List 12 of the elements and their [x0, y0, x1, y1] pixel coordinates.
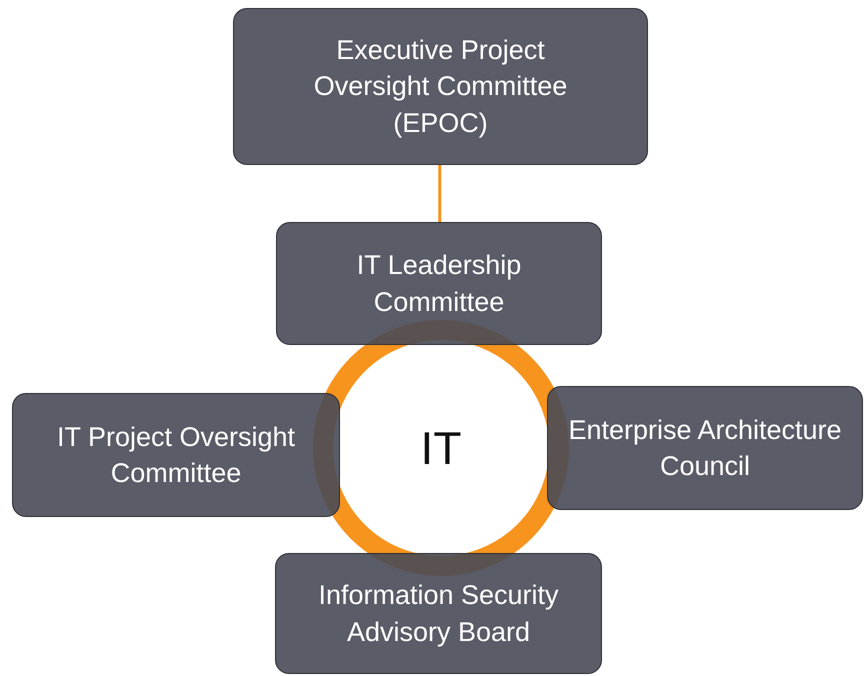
committee-box: [276, 222, 602, 345]
node-label: IT: [420, 421, 462, 475]
node-label: IT Leadership Committee: [356, 249, 522, 318]
connector-line: [438, 165, 442, 222]
node-label: IT Project Oversight Committee: [56, 420, 296, 490]
node-label: Information Security Advisory Board: [317, 579, 560, 649]
committee-box: [12, 393, 340, 517]
node-label: Executive Project Oversight Committee (EPOC): [312, 34, 568, 140]
node-label: Enterprise Architecture Council: [567, 414, 843, 483]
committee-box: [233, 8, 648, 165]
committee-box: [547, 386, 863, 510]
committee-box: [275, 553, 602, 674]
